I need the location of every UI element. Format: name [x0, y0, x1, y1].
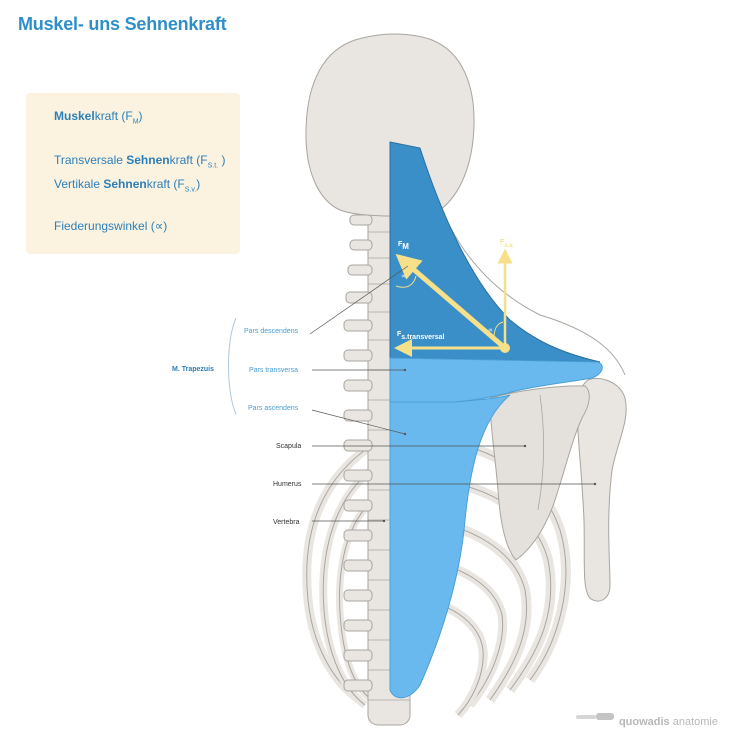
m-trapezuis-brace [228, 317, 237, 415]
legend-pennation-angle: Fiederungswinkel (∝) [54, 219, 168, 233]
alpha-arc-lower [493, 321, 504, 339]
quowadis-logo [576, 713, 614, 720]
label-pars-descendens: Pars descendens [244, 328, 299, 335]
watermark: quowadis anatomie [618, 716, 718, 728]
label-pars-transversa: Pars transversa [249, 367, 298, 374]
label-vertebra: Vertebra [273, 519, 300, 526]
fst-label: Fs.transversal [397, 331, 445, 341]
legend-muscle-force: Muskelkraft (FM) [54, 109, 143, 126]
alpha-arc-upper [395, 275, 417, 288]
leader-pars-descendens [309, 265, 409, 335]
legend-vertical-tendon-force: Vertikale Sehnenkraft (FS.v.) [54, 177, 201, 194]
label-pars-ascendens: Pars ascendens [248, 405, 299, 412]
trapezius-pars-transversa [389, 357, 603, 403]
force-origin-point [500, 343, 510, 353]
trapezius-pars-ascendens [389, 394, 511, 699]
label-scapula: Scapula [276, 443, 301, 450]
fm-label: FM [398, 241, 409, 251]
alpha-label-lower: ∝ [488, 327, 493, 334]
scapula [489, 385, 590, 561]
force-vector-fm [395, 253, 507, 350]
scapula-spine [537, 394, 544, 511]
alpha-label-upper: ∝ [401, 273, 406, 280]
diagram-title: Muskel- uns Sehnenkraft [18, 14, 227, 34]
label-m-trapezuis: M. Trapezuis [172, 366, 214, 373]
leader-pars-ascendens [311, 409, 406, 435]
legend-box: Muskelkraft (FM) Transversale Sehnenkraf… [26, 93, 240, 254]
fsv-label: Fs.v. [500, 239, 514, 249]
legend-transversal-tendon-force: Transversale Sehnenkraft (FS.t. ) [54, 153, 226, 170]
label-humerus: Humerus [273, 481, 302, 488]
force-vectors [394, 248, 513, 357]
